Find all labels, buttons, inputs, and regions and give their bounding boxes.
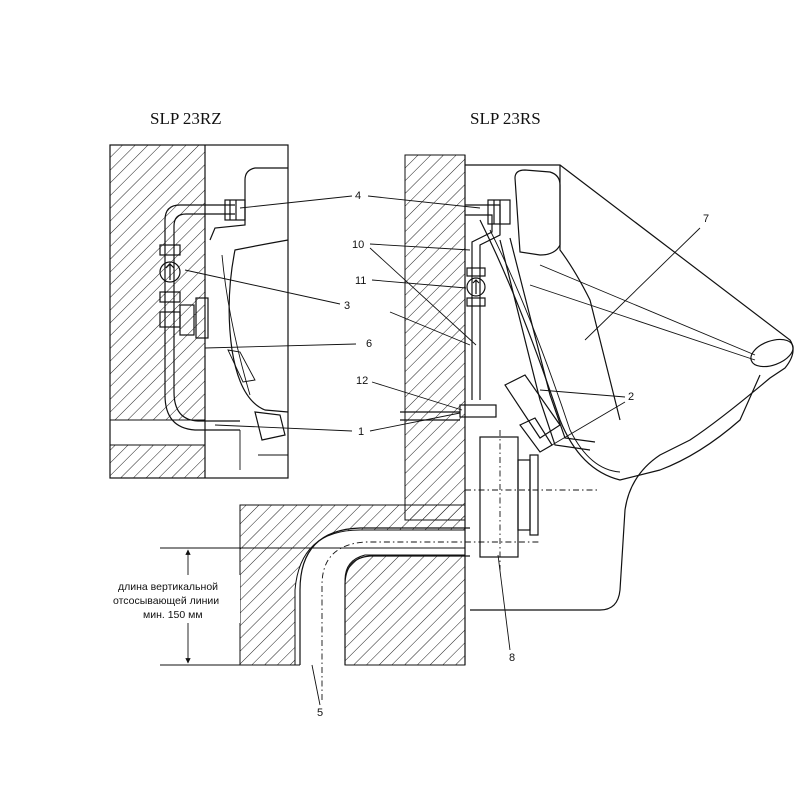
drain-pipe-elbow [299, 527, 470, 665]
callout-2: 2 [628, 391, 634, 403]
flush-head [514, 169, 561, 256]
callout-12: 12 [356, 375, 368, 387]
callout-6: 6 [366, 338, 372, 350]
siphon-8 [479, 436, 519, 558]
left-supply-pipe [164, 204, 240, 431]
dimension-note-line-2: отсосывающей линии [113, 595, 219, 607]
vertical-length-dimension: длина вертикальной отсосывающей линии ми… [110, 547, 465, 666]
callout-numbers: 4 10 11 3 6 12 1 7 2 8 5 [317, 190, 709, 719]
callout-11: 11 [355, 275, 366, 287]
main-slp-23rs [239, 154, 794, 700]
callout-10: 10 [352, 239, 364, 251]
urinal-outline [465, 164, 794, 611]
callout-1: 1 [358, 426, 364, 438]
detail-slp-23rz [109, 144, 289, 479]
right-wall-hatch-upper [404, 154, 466, 521]
callout-8: 8 [509, 652, 515, 664]
left-wall-hatch [109, 144, 206, 421]
callout-4: 4 [355, 190, 361, 202]
title-slp-23rz: SLP 23RZ [150, 109, 222, 128]
callout-3: 3 [344, 300, 350, 312]
callout-5: 5 [317, 707, 323, 719]
component-2 [504, 374, 561, 439]
leader-lines [184, 195, 756, 706]
title-slp-23rs: SLP 23RS [470, 109, 541, 128]
dimension-note-line-3: мин. 150 мм [143, 609, 203, 621]
dimension-note-line-1: длина вертикальной [118, 581, 218, 593]
right-supply-pipe [465, 204, 501, 400]
callout-7: 7 [703, 213, 709, 225]
